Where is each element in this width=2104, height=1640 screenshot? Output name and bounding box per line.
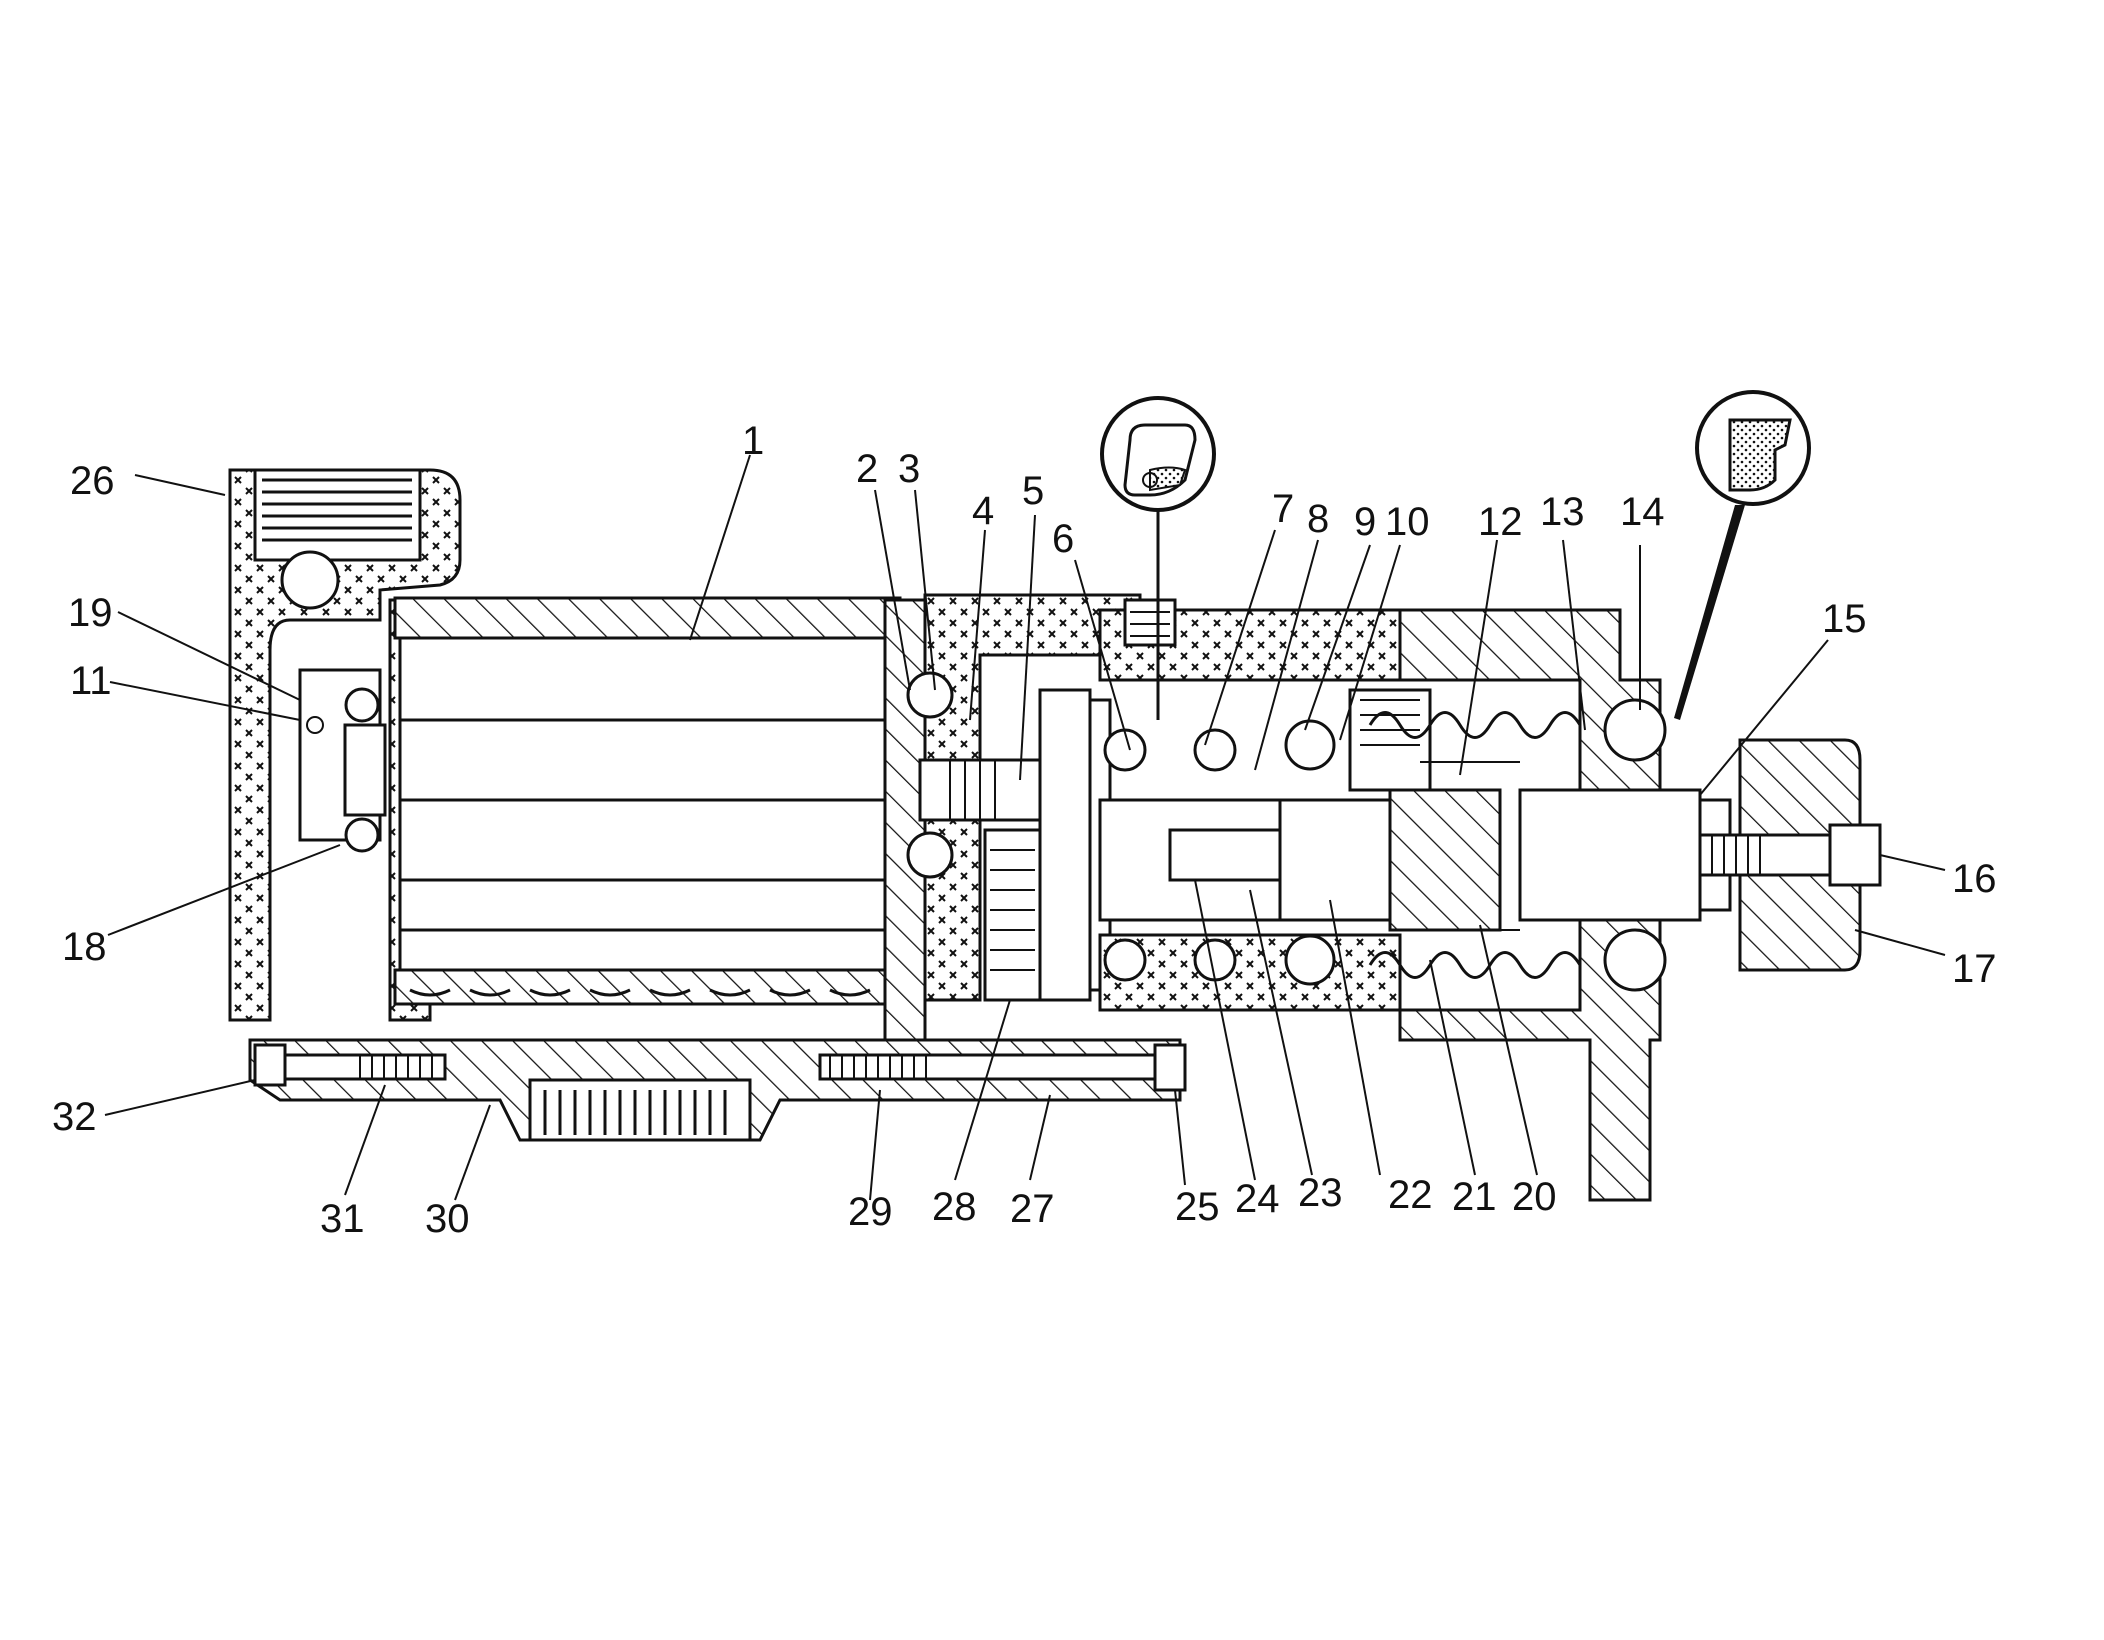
- seal-detail-inset-left: [1100, 396, 1216, 720]
- label-10: 10: [1385, 500, 1430, 544]
- drive-assembly: [1098, 598, 1502, 1012]
- label-12: 12: [1478, 500, 1523, 544]
- label-7: 7: [1272, 487, 1294, 531]
- label-15: 15: [1822, 597, 1867, 641]
- label-32: 32: [52, 1095, 97, 1139]
- label-21: 21: [1452, 1175, 1497, 1219]
- label-30: 30: [425, 1197, 470, 1241]
- label-18: 18: [62, 925, 107, 969]
- label-3: 3: [898, 447, 920, 491]
- label-23: 23: [1298, 1171, 1343, 1215]
- label-26: 26: [70, 459, 115, 503]
- label-4: 4: [972, 489, 994, 533]
- label-19: 19: [68, 591, 113, 635]
- label-24: 24: [1235, 1177, 1280, 1221]
- lower-frame: [248, 1038, 1187, 1142]
- motor-housing: [393, 596, 902, 1006]
- label-27: 27: [1010, 1187, 1055, 1231]
- label-8: 8: [1307, 497, 1329, 541]
- label-29: 29: [848, 1190, 893, 1234]
- label-2: 2: [856, 447, 878, 491]
- label-25: 25: [1175, 1185, 1220, 1229]
- label-9: 9: [1354, 500, 1376, 544]
- label-13: 13: [1540, 490, 1585, 534]
- label-22: 22: [1388, 1173, 1433, 1217]
- label-28: 28: [932, 1185, 977, 1229]
- leader-lines: [104, 454, 1946, 1201]
- label-14: 14: [1620, 490, 1665, 534]
- label-5: 5: [1022, 469, 1044, 513]
- label-20: 20: [1512, 1175, 1557, 1219]
- commutator-end-bearing: [298, 668, 387, 853]
- part-number-labels: 1 2 3 4 5 6 7 8 9 10 11 12 13 14 15 16 1…: [52, 419, 1997, 1241]
- label-6: 6: [1052, 517, 1074, 561]
- label-31: 31: [320, 1197, 365, 1241]
- label-1: 1: [742, 419, 764, 463]
- seal-detail-inset-right: [1674, 390, 1811, 720]
- label-16: 16: [1952, 857, 1997, 901]
- label-17: 17: [1952, 947, 1997, 991]
- label-11: 11: [70, 659, 112, 703]
- pinion-end-nut: [1698, 738, 1882, 972]
